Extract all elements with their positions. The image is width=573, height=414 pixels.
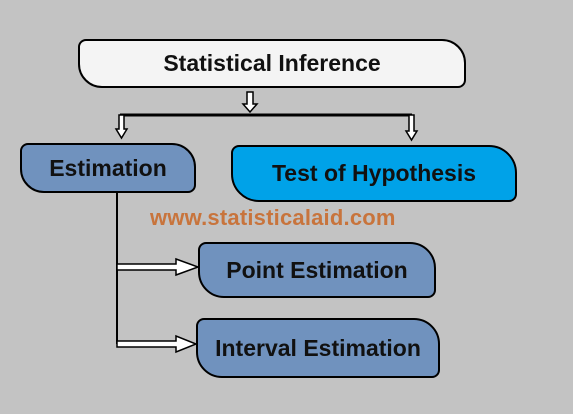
watermark-url: www.statisticalaid.com — [150, 205, 396, 230]
root-down-arrow — [241, 91, 259, 114]
point-estimation-node: Point Estimation — [198, 242, 436, 298]
estimation-arrow — [114, 114, 129, 140]
estimation-label: Estimation — [49, 154, 167, 181]
interval-estimation-label: Interval Estimation — [215, 334, 421, 361]
test-of-hypothesis-label: Test of Hypothesis — [271, 160, 477, 186]
statistical-inference-label: Statistical Inference — [163, 50, 381, 76]
statistical-inference-node: Statistical Inference — [78, 39, 466, 88]
point-estimation-label: Point Estimation — [226, 256, 408, 283]
interval-estimation-node: Interval Estimation — [196, 318, 440, 378]
estimation-node: Estimation — [20, 143, 196, 193]
hypothesis-arrow — [404, 114, 419, 142]
interval-estimation-arrow — [116, 334, 199, 354]
point-estimation-arrow — [116, 257, 201, 277]
test-of-hypothesis-node: Test of Hypothesis — [231, 145, 517, 202]
